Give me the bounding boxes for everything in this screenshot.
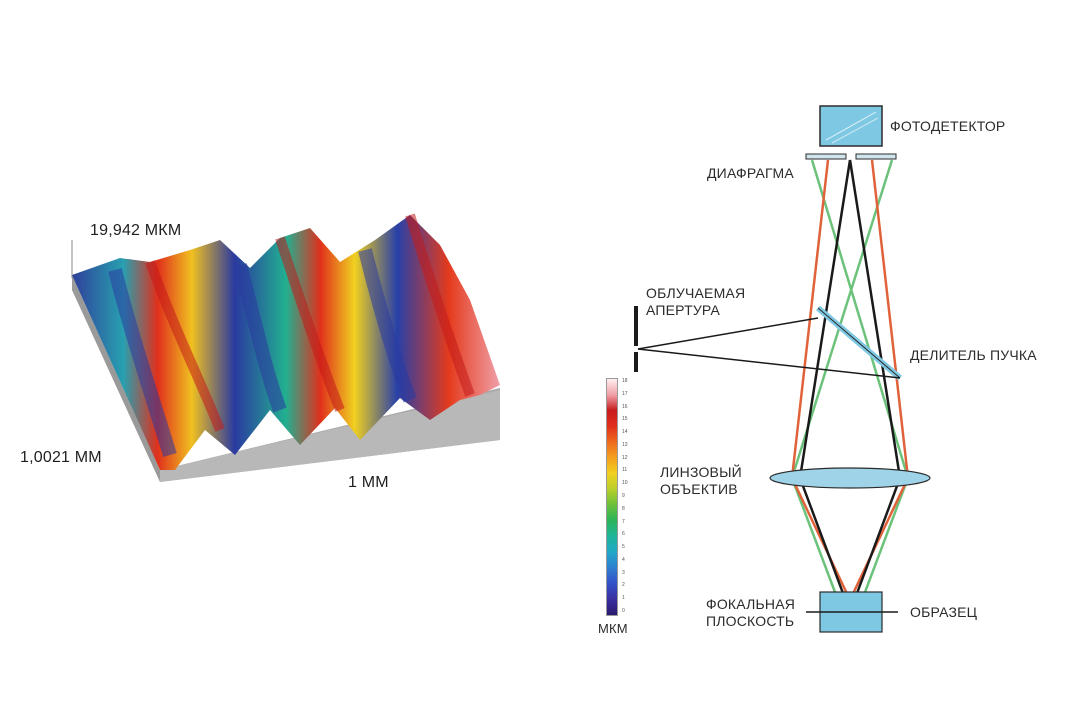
colorbar-tick: 8 (622, 505, 625, 512)
colorbar-tick: 6 (622, 531, 625, 538)
colorbar-tick: 4 (622, 556, 625, 563)
beam-black (798, 159, 902, 613)
colorbar-tick: 10 (622, 480, 628, 487)
colorbar (606, 378, 618, 616)
depth-label: 1,0021 ММ (20, 449, 102, 466)
diaphragm-left (805, 153, 847, 160)
surface-base-front (160, 390, 500, 482)
diaphragm-right (855, 153, 897, 160)
focal-plane-label-line2: ПЛОСКОСТЬ (706, 613, 795, 629)
colorbar-tick: 17 (622, 390, 628, 397)
colorbar-tick: 13 (622, 441, 628, 448)
surface-ridges (145, 213, 475, 432)
aperture-ray-2 (637, 348, 901, 379)
colorbar-tick: 5 (622, 544, 625, 551)
sample-label: ОБРАЗЕЦ (910, 604, 978, 620)
beam-green (790, 159, 910, 633)
aperture-bottom (634, 352, 638, 372)
colorbar-tick: 0 (622, 608, 625, 614)
aperture-label-line1: ОБЛУЧАЕМАЯ (646, 285, 746, 301)
objective-lens (769, 467, 931, 489)
colorbar-tick: 15 (622, 416, 628, 423)
surface-valleys (108, 248, 417, 458)
photodetector-label: ФОТОДЕТЕКТОР (890, 118, 1006, 134)
colorbar-tick: 7 (622, 518, 625, 525)
aperture-ray-1 (637, 317, 819, 350)
height-label: 19,942 МКМ (90, 222, 182, 239)
colorbar-tick: 2 (622, 582, 625, 589)
colorbar-tick: 9 (622, 493, 625, 499)
colorbar-tick: 18 (622, 378, 628, 384)
colorbar-unit: МКМ (598, 621, 628, 636)
colorbar-tick: 12 (622, 454, 628, 461)
surface-mesh (72, 215, 500, 470)
beam-orange (790, 159, 910, 601)
colorbar-tick: 14 (622, 429, 628, 436)
aperture-label-line2: АПЕРТУРА (646, 302, 721, 318)
colorbar-tick: 16 (622, 403, 628, 410)
colorbar-tick: 3 (622, 569, 625, 576)
surface-base-left (72, 275, 160, 482)
colorbar-tick: 11 (622, 467, 628, 474)
lens-label-line2: ОБЪЕКТИВ (660, 481, 738, 497)
diaphragm-label: ДИАФРАГМА (707, 165, 794, 181)
width-label: 1 ММ (348, 474, 389, 491)
focal-plane-label-line1: ФОКАЛЬНАЯ (706, 596, 796, 612)
lens-label-line1: ЛИНЗОВЫЙ (660, 464, 742, 480)
aperture-top (634, 306, 638, 346)
beam-splitter-label: ДЕЛИТЕЛЬ ПУЧКА (910, 347, 1037, 363)
colorbar-tick: 1 (622, 595, 625, 602)
